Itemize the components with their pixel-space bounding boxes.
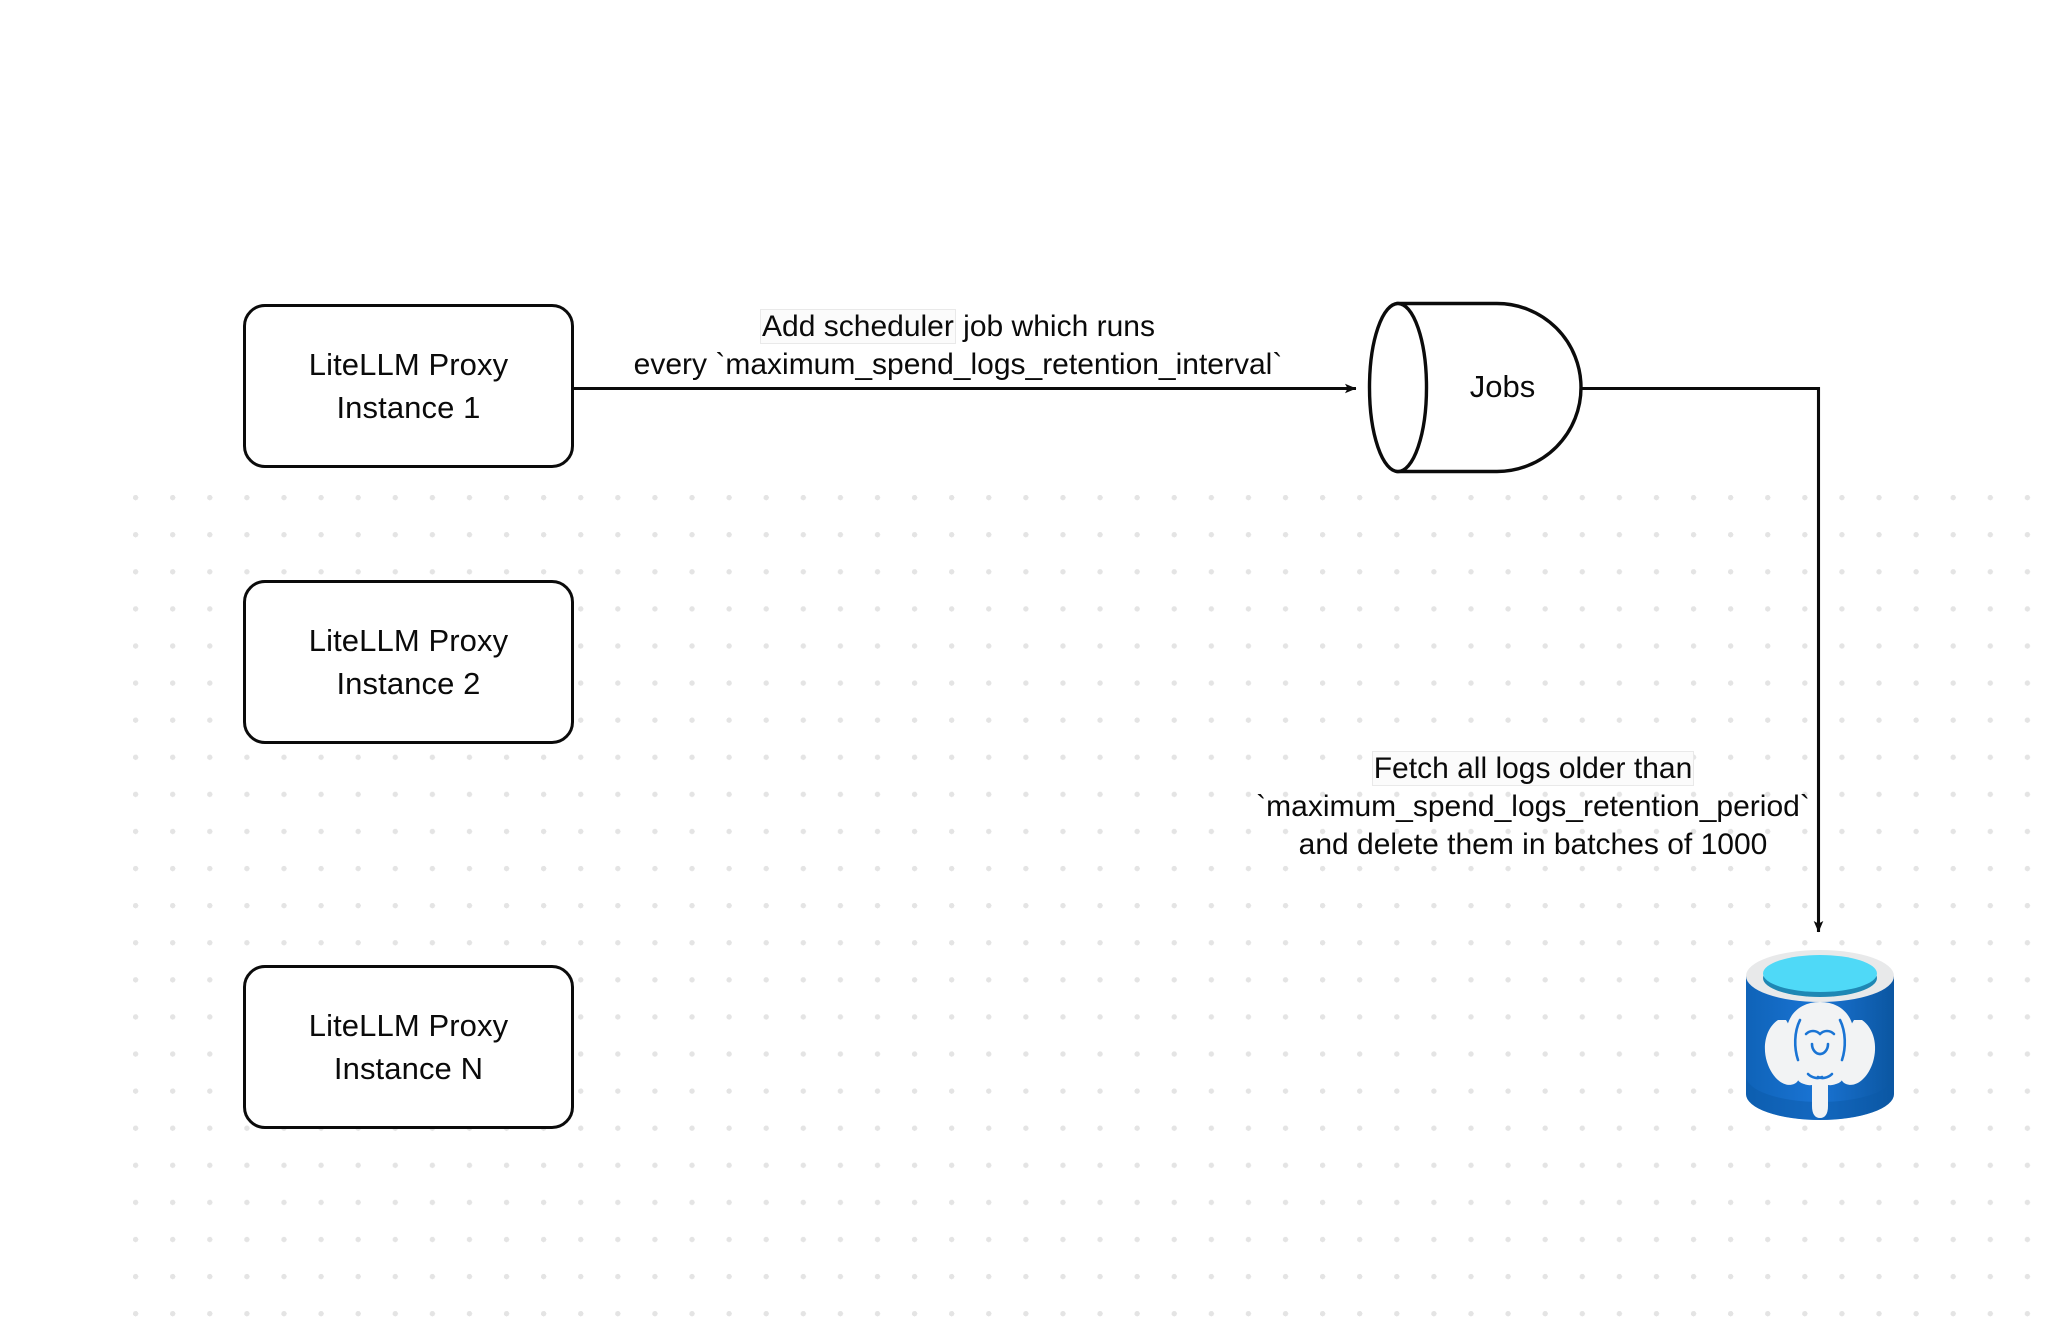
edge-label-fetch-line1-highlight: Fetch all logs older than <box>1372 752 1694 785</box>
jobs-cylinder-shape <box>1367 301 1583 474</box>
node-postgres-database[interactable] <box>1742 948 1898 1128</box>
node-jobs-store-label: Jobs <box>1469 369 1536 404</box>
node-proxy-instance-n-line1: LiteLLM Proxy <box>308 1008 509 1043</box>
node-proxy-instance-1[interactable]: LiteLLM Proxy Instance 1 <box>243 304 574 468</box>
node-proxy-instance-n[interactable]: LiteLLM Proxy Instance N <box>243 965 574 1129</box>
edge-label-fetch-line2: `maximum_spend_logs_retention_period` <box>1256 790 1810 823</box>
edge-label-fetch-line3: and delete them in batches of 1000 <box>1298 828 1768 861</box>
edge-label-add-scheduler-job: Add scheduler job which runs every `maxi… <box>618 308 1298 384</box>
node-proxy-instance-2-line2: Instance 2 <box>336 666 481 701</box>
postgresql-icon <box>1746 950 1894 1120</box>
node-proxy-instance-2[interactable]: LiteLLM Proxy Instance 2 <box>243 580 574 744</box>
edge-label-fetch-line1: Fetch all logs older than <box>1248 750 1818 788</box>
edge-label-add-scheduler-job-line1-highlight: Add scheduler <box>761 310 955 343</box>
edge-label-fetch-and-delete-logs: Fetch all logs older than `maximum_spend… <box>1248 750 1818 864</box>
node-proxy-instance-2-line1: LiteLLM Proxy <box>308 623 509 658</box>
node-jobs-store[interactable]: Jobs <box>1368 302 1581 472</box>
edge-label-add-scheduler-job-line1: Add scheduler job which runs <box>618 308 1298 346</box>
edge-jobs-to-postgres-line <box>1581 386 1824 933</box>
node-proxy-instance-n-line2: Instance N <box>333 1051 484 1086</box>
node-proxy-instance-1-line1: LiteLLM Proxy <box>308 347 509 382</box>
edge-label-add-scheduler-job-line1-rest: job which runs <box>954 310 1155 343</box>
node-proxy-instance-1-line2: Instance 1 <box>336 390 481 425</box>
edge-label-add-scheduler-job-line2: every `maximum_spend_logs_retention_inte… <box>633 348 1283 381</box>
